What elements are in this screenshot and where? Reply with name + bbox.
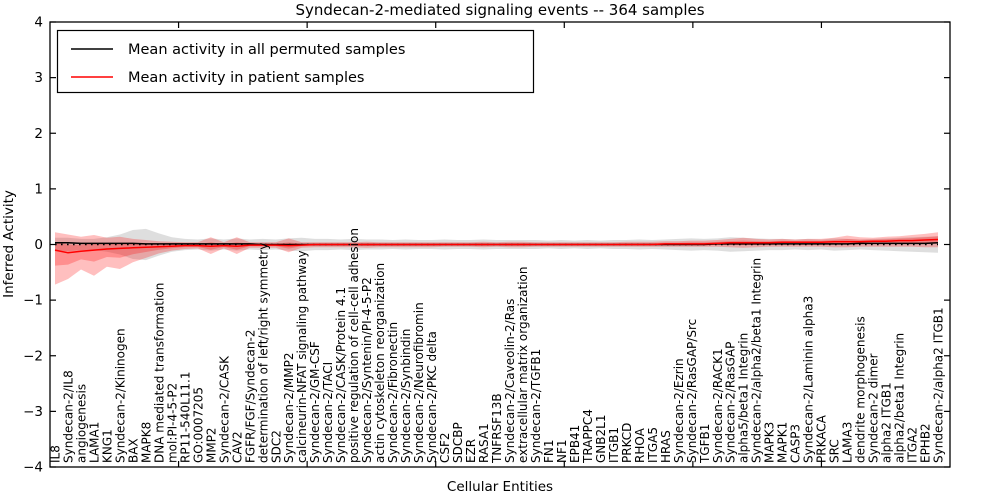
x-tick-label: angiogenesis: [74, 384, 88, 463]
x-tick-label: BAX: [126, 438, 140, 463]
y-tick-label: −4: [23, 460, 43, 476]
x-tick-label: Syndecan-2/Fibronectin: [386, 322, 400, 463]
x-tick-label: CASP3: [789, 424, 803, 463]
y-tick-label: 0: [34, 237, 43, 253]
x-tick-label: SDC2: [269, 430, 283, 463]
x-tick-label: CSF2: [438, 432, 452, 463]
y-tick-label: −2: [23, 348, 43, 364]
x-tick-label: Syndecan-2/Neurofibromin: [412, 302, 426, 463]
x-tick-label: Syndecan-2 dimer: [867, 353, 881, 463]
x-tick-label: KNG1: [100, 429, 114, 463]
x-tick-label: ITGA2: [906, 427, 920, 463]
x-tick-label: calcineurin-NFAT signaling pathway: [295, 250, 309, 463]
x-tick-label: FN1: [542, 439, 556, 463]
x-tick-label: alpha5/beta1 Integrin: [737, 333, 751, 463]
x-tick-label: ITGA5: [646, 427, 660, 463]
legend-patient-label: Mean activity in patient samples: [128, 70, 364, 86]
x-tick-label: Syndecan-2/Ezrin: [672, 358, 686, 463]
y-tick-label: 1: [34, 181, 43, 197]
x-tick-label: Syndecan-2/GM-CSF: [308, 341, 322, 463]
x-tick-label: alpha2/beta1 Integrin: [893, 333, 907, 463]
x-tick-label: TRAPPC4: [581, 409, 595, 464]
x-tick-label: Syndecan-2/TACI: [321, 362, 335, 463]
x-tick-label: Syndecan-2/PKC delta: [425, 331, 439, 463]
x-tick-label: TGFB1: [698, 424, 712, 464]
x-tick-label: Syndecan-2/alpha2 ITGB1: [932, 307, 946, 463]
y-tick-label: 2: [34, 126, 43, 142]
x-tick-label: FGFR/FGF/Syndecan-2: [243, 330, 257, 463]
x-tick-label: Syndecan-2/RasGAP: [724, 342, 738, 463]
x-tick-label: Syndecan-2/Syntenin/PI-4-5-P2: [360, 277, 374, 463]
legend-box: [56, 29, 535, 94]
x-tick-label: Syndecan-2/RACK1: [711, 348, 725, 463]
x-tick-label: PRKACA: [815, 414, 829, 463]
x-tick-label: MMP2: [204, 427, 218, 463]
x-tick-label: extracellular matrix organization: [516, 267, 530, 464]
x-tick-label: Syndecan-2/Synbindin: [399, 329, 413, 463]
x-tick-label: SDCBP: [451, 422, 465, 463]
plot-area: 4 3 2 1 0 −1 −2 −3 −4 IL8Syndecan-2/IL8angiogenes…: [23, 15, 950, 476]
x-tick-label: Syndecan-2/alpha2/beta1 Integrin: [750, 258, 764, 463]
x-tick-label: GO:0007205: [191, 387, 205, 463]
y-axis-label: Inferred Activity: [1, 190, 17, 298]
x-tick-label: RP11-540L11.1: [178, 372, 192, 463]
x-tick-label: Syndecan-2/IL8: [61, 370, 75, 463]
x-tick-label: DNA mediated transformation: [152, 283, 166, 463]
x-tick-label: Syndecan-2/Kininogen: [113, 328, 127, 463]
x-tick-label: LAMA1: [87, 422, 101, 463]
x-tick-label: alpha2 ITGB1: [880, 382, 894, 463]
x-tick-label: MAPK8: [139, 422, 153, 463]
x-tick-label: determination of left/right symmetry: [256, 243, 270, 463]
legend: Mean activity in all permuted samples Me…: [56, 29, 535, 94]
x-tick-label: Syndecan-2/Caveolin-2/Ras: [503, 299, 517, 463]
x-tick-label: RASA1: [477, 423, 491, 463]
x-tick-label: GNB2L1: [594, 415, 608, 463]
x-tick-label: EZR: [464, 439, 478, 463]
y-tick-label: −1: [23, 293, 43, 309]
x-tick-label: Syndecan-2/CASK: [217, 355, 231, 463]
y-tick-label: −3: [23, 404, 43, 420]
x-tick-label: CAV2: [230, 431, 244, 463]
y-tick-label: 4: [34, 15, 43, 31]
legend-permuted-label: Mean activity in all permuted samples: [128, 42, 405, 58]
x-tick-label: actin cytoskeleton reorganization: [373, 263, 387, 463]
x-tick-label: EPB41: [568, 425, 582, 463]
patient-mean-line: [54, 238, 939, 254]
x-tick-label: TNFRSF13B: [490, 393, 504, 464]
x-tick-label: EPHB2: [919, 423, 933, 463]
x-tick-label: positive regulation of cell-cell adhesio…: [347, 228, 361, 463]
x-tick-label: mol:PI-4-5-P2: [165, 383, 179, 463]
axes-frame: [49, 21, 951, 468]
x-tick-label: SRC: [828, 439, 842, 463]
x-axis-label: Cellular Entities: [447, 479, 553, 495]
x-tick-label: dendrite morphogenesis: [854, 316, 868, 463]
x-tick-label: NF1: [555, 439, 569, 463]
x-tick-label: Syndecan-2/CASK/Protein 4.1: [334, 287, 348, 463]
x-tick-label: IL8: [49, 445, 63, 463]
x-tick-label: RHOA: [633, 427, 647, 463]
x-tick-label: Syndecan-2/RasGAP/Src: [685, 319, 699, 463]
x-tick-label: Syndecan-2/Laminin alpha3: [802, 296, 816, 463]
x-tick-label: PRKCD: [620, 423, 634, 463]
x-tick-label: Syndecan-2/MMP2: [282, 353, 296, 463]
x-tick-label: ITGB1: [607, 427, 621, 463]
x-tick-label: Syndecan-2/TGFB1: [529, 349, 543, 463]
x-tick-label: MAPK1: [776, 422, 790, 463]
chart-title: Syndecan-2-mediated signaling events -- …: [295, 1, 704, 19]
x-tick-label: MAPK3: [763, 422, 777, 463]
x-tick-label: LAMA3: [841, 422, 855, 463]
x-tick-label: HRAS: [659, 430, 673, 463]
y-tick-label: 3: [34, 70, 43, 86]
